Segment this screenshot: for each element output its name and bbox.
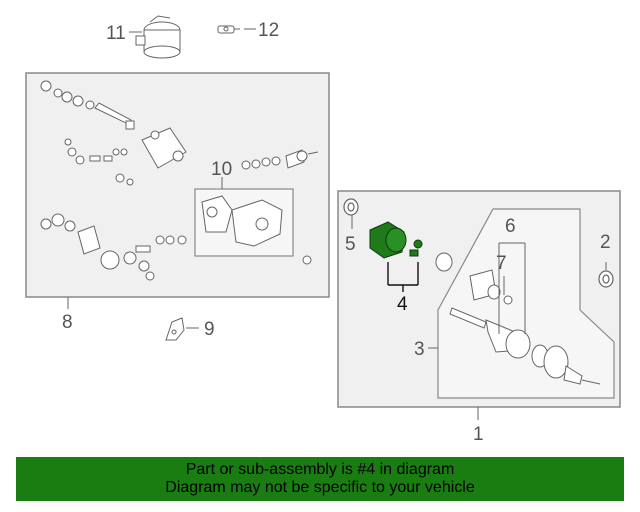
part-4-highlighted-assembly	[369, 221, 423, 259]
parts-diagram: 11 12 10 8 9 5 4 6 7 2 3 1	[25, 15, 621, 445]
part-10-carrier	[201, 195, 283, 247]
banner-line-2: Diagram may not be specific to your vehi…	[165, 479, 475, 496]
callout-2: 2	[600, 232, 611, 253]
part-11-actuator	[135, 15, 181, 59]
part-5-seal	[343, 198, 359, 216]
callout-9: 9	[204, 319, 215, 340]
callout-11: 11	[106, 23, 126, 44]
callout-5: 5	[345, 234, 356, 255]
callout-3: 3	[414, 339, 425, 360]
part-8-internals	[40, 80, 319, 281]
callout-4: 4	[397, 294, 408, 315]
callout-1: 1	[473, 424, 484, 445]
callout-10: 10	[211, 159, 232, 180]
panel-shaft	[437, 208, 615, 399]
callout-8: 8	[62, 312, 73, 333]
callout-7: 7	[496, 253, 507, 274]
callout-6: 6	[505, 216, 516, 237]
leader-part-4	[387, 262, 419, 292]
notice-banner: Part or sub-assembly is #4 in diagram Di…	[16, 457, 624, 501]
part-9-bracket	[165, 317, 185, 341]
banner-line-1: Part or sub-assembly is #4 in diagram	[185, 461, 455, 478]
part-12-connector	[217, 25, 240, 34]
part-2-ring	[598, 270, 614, 288]
callout-12: 12	[258, 20, 279, 41]
leader-lines	[67, 28, 607, 420]
panel-differential	[25, 72, 330, 298]
part-3-shaft-assembly	[435, 252, 601, 385]
